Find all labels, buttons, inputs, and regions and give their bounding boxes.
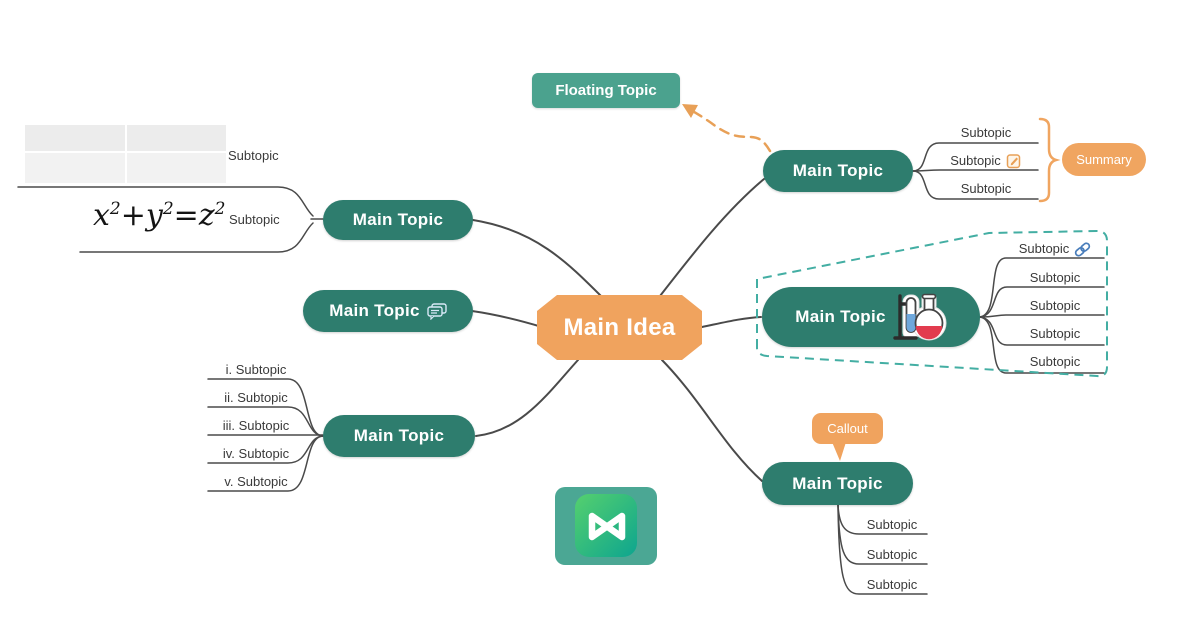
summary-label: Summary: [1076, 152, 1132, 167]
subtopic-label: Subtopic: [1029, 298, 1081, 313]
chemistry-experiment-icon: [893, 293, 947, 341]
subtopic[interactable]: iii. Subtopic: [206, 418, 306, 434]
callout-topic[interactable]: Callout: [812, 413, 883, 444]
subtopic[interactable]: Subtopic: [1005, 326, 1105, 342]
branch-connectors: [471, 178, 765, 482]
main-topic-bottom-right[interactable]: Main Topic: [762, 462, 913, 505]
main-topic-left-top[interactable]: Main Topic: [323, 200, 473, 240]
subtopic[interactable]: Subtopic: [228, 148, 288, 164]
subtopic[interactable]: Subtopic: [1005, 354, 1105, 370]
summary-brace: [1038, 117, 1061, 203]
floating-topic[interactable]: Floating Topic: [532, 73, 680, 108]
subtopic-label: iv. Subtopic: [222, 446, 290, 461]
callout-label: Callout: [827, 421, 868, 436]
hyperlink-icon[interactable]: [1074, 241, 1091, 257]
central-topic[interactable]: Main Idea: [537, 295, 702, 360]
subtopic-label: Subtopic: [1029, 326, 1081, 341]
main-topic-left-middle[interactable]: Main Topic: [303, 290, 473, 332]
subtopic-label: Subtopic: [950, 153, 1001, 168]
central-topic-label: Main Idea: [563, 313, 676, 341]
main-topic-label: Main Topic: [352, 210, 444, 229]
formula-operator: +: [120, 198, 146, 233]
subtopic[interactable]: Subtopic: [936, 153, 1036, 169]
summary-topic[interactable]: Summary: [1062, 143, 1146, 176]
main-topic-left-bottom[interactable]: Main Topic: [323, 415, 475, 457]
subtopic[interactable]: Subtopic: [229, 212, 289, 228]
subtopic[interactable]: Subtopic: [1005, 270, 1105, 286]
subtopic[interactable]: v. Subtopic: [206, 474, 306, 490]
table-cell: [126, 125, 226, 151]
floating-topic-label: Floating Topic: [555, 82, 657, 99]
main-topic-label: Main Topic: [792, 473, 883, 493]
subtopic-label: Subtopic: [229, 212, 280, 227]
relationship-arrow: [682, 104, 772, 153]
note-icon[interactable]: [1006, 153, 1022, 169]
subtopic[interactable]: Subtopic: [1005, 241, 1105, 257]
table-cell: [25, 153, 125, 183]
subtopic[interactable]: Subtopic: [936, 125, 1036, 141]
main-topic-label: Main Topic: [795, 307, 886, 326]
main-topic-label: Main Topic: [353, 426, 445, 445]
comment-icon: [427, 302, 447, 320]
subtopic-label: Subtopic: [866, 547, 918, 562]
subtopic-branches: [17, 142, 1105, 595]
mindmaster-logo: [555, 487, 657, 570]
formula-operator: =: [173, 198, 199, 233]
formula-exponent: 2: [214, 199, 226, 219]
subtopic-label: iii. Subtopic: [222, 418, 290, 433]
subtopic-label: Subtopic: [1029, 354, 1081, 369]
subtopic[interactable]: ii. Subtopic: [206, 390, 306, 406]
main-topic-top-right[interactable]: Main Topic: [763, 150, 913, 192]
arrowhead: [682, 104, 698, 118]
table-cell: [25, 125, 125, 151]
subtopic[interactable]: i. Subtopic: [206, 362, 306, 378]
callout-tail: [832, 442, 846, 461]
formula-exponent: 2: [109, 199, 121, 219]
embedded-table[interactable]: [25, 125, 226, 183]
subtopic-label: Subtopic: [866, 577, 918, 592]
subtopic-label: Subtopic: [1029, 270, 1081, 285]
subtopic[interactable]: Subtopic: [855, 547, 929, 563]
subtopic[interactable]: Subtopic: [855, 517, 929, 533]
main-topic-label: Main Topic: [792, 161, 884, 180]
main-topic-right[interactable]: Main Topic: [762, 287, 980, 347]
formula-term: z: [198, 198, 215, 233]
subtopic[interactable]: Subtopic: [1005, 298, 1105, 314]
subtopic[interactable]: Subtopic: [855, 577, 929, 593]
subtopic[interactable]: Subtopic: [936, 181, 1036, 197]
subtopic-label: Subtopic: [960, 125, 1012, 140]
subtopic-label: i. Subtopic: [225, 362, 287, 377]
formula-term: y: [145, 198, 163, 233]
subtopic-label: Subtopic: [960, 181, 1012, 196]
formula[interactable]: x2+y2=z2: [93, 198, 225, 233]
formula-term: x: [93, 198, 110, 233]
subtopic-label: ii. Subtopic: [224, 390, 288, 405]
table-cell: [126, 153, 226, 183]
subtopic-label: Subtopic: [866, 517, 918, 532]
group-boundary: [756, 230, 1108, 378]
subtopic-label: Subtopic: [1018, 241, 1070, 256]
subtopic[interactable]: iv. Subtopic: [206, 446, 306, 462]
subtopic-label: Subtopic: [228, 148, 279, 163]
subtopic-label: v. Subtopic: [224, 474, 288, 489]
main-topic-label: Main Topic: [329, 301, 420, 320]
formula-exponent: 2: [162, 199, 174, 219]
